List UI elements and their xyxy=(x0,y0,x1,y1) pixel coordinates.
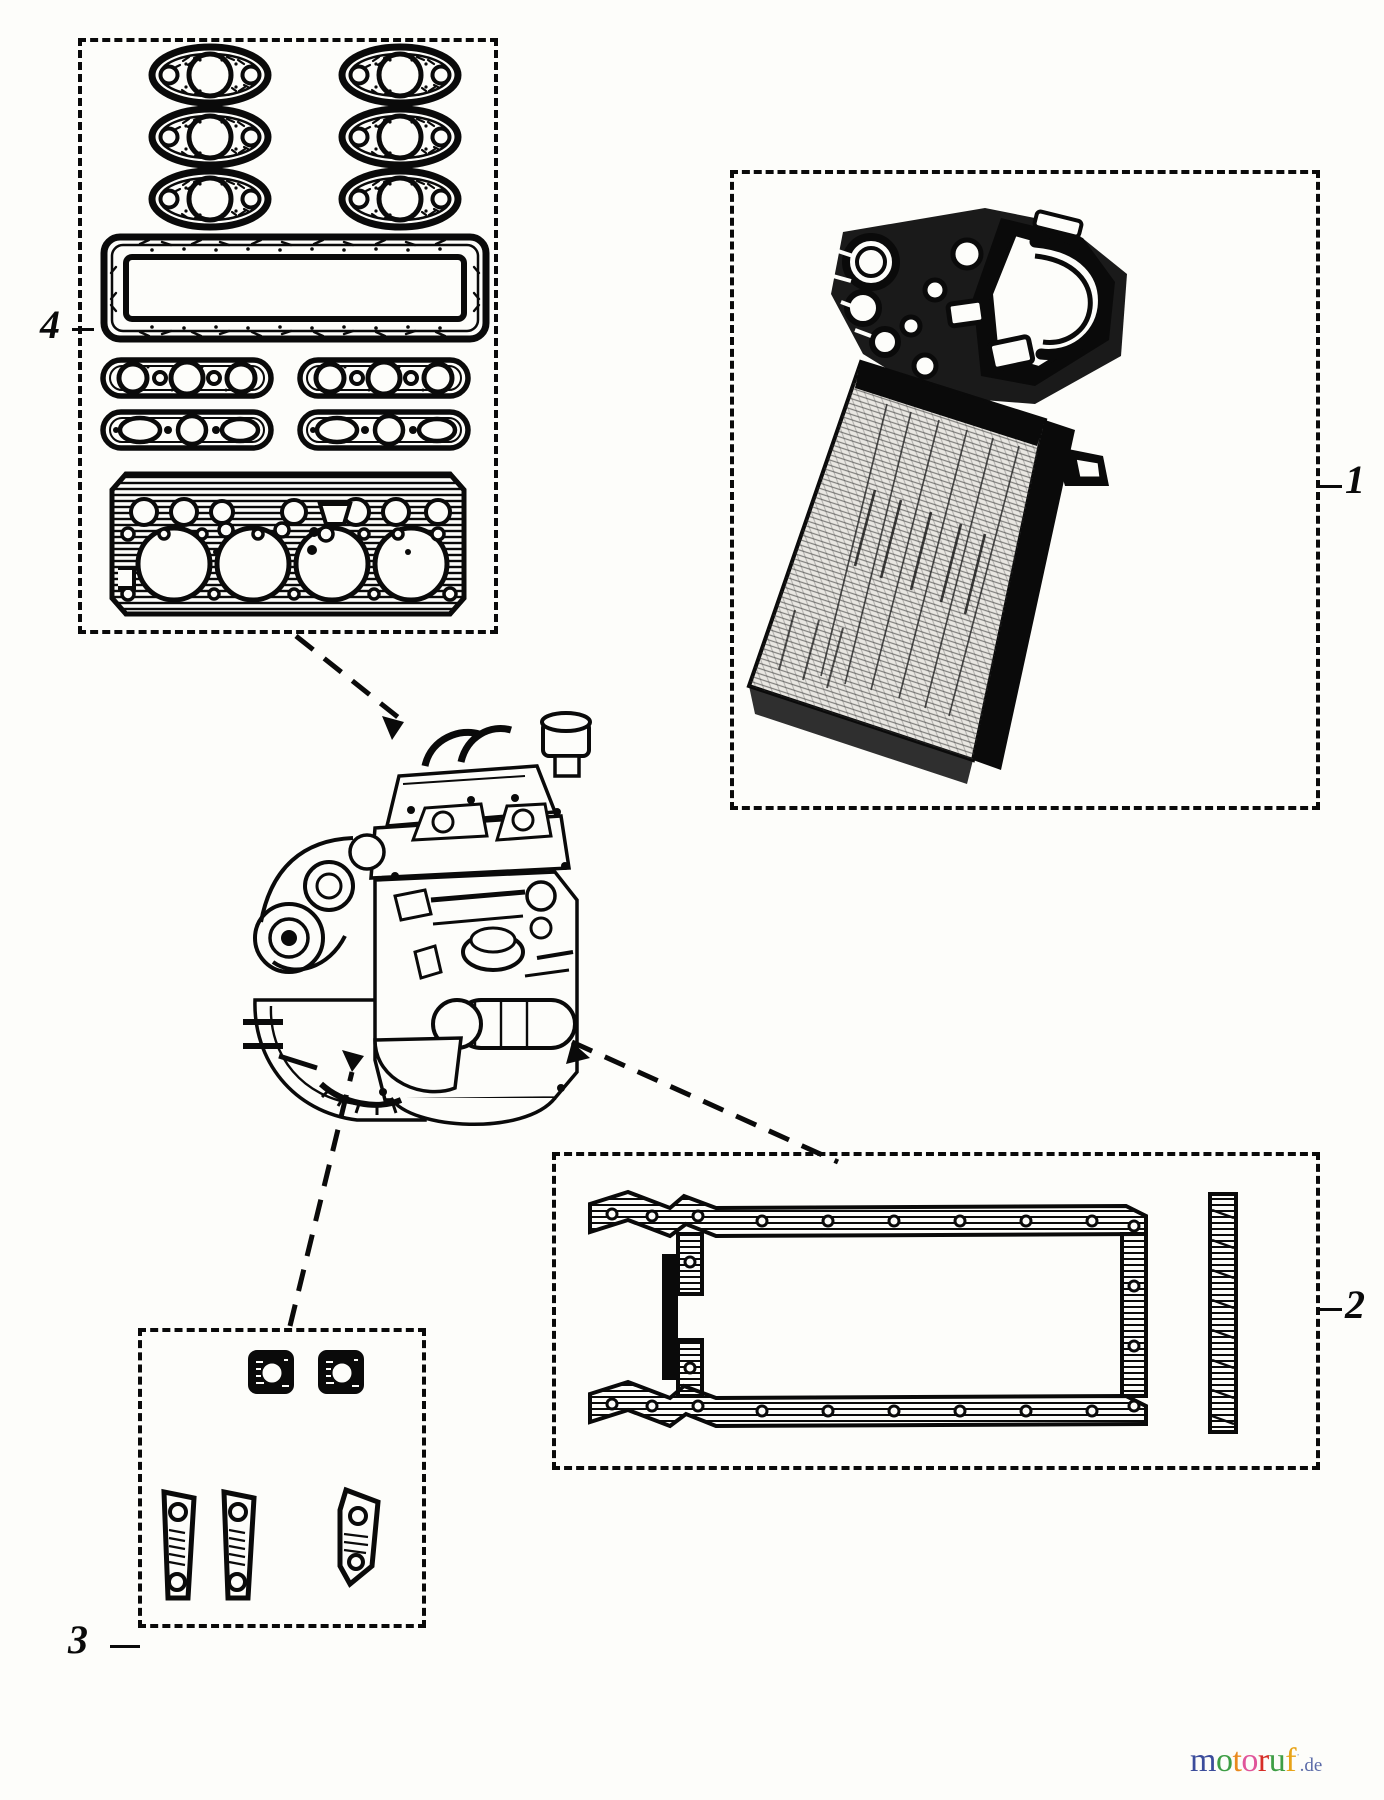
watermark-letter: o xyxy=(1241,1742,1258,1779)
ref-label-2: 2 xyxy=(1345,1282,1365,1327)
connector-arrowheads xyxy=(342,716,590,1072)
watermark-letter: t xyxy=(1232,1742,1242,1779)
ref-label-4: 4 xyxy=(40,302,60,347)
ref-leader-2 xyxy=(1318,1308,1342,1311)
rocker-cover-gasket xyxy=(100,233,490,343)
small-seals-and-shims-set xyxy=(150,1340,415,1615)
callout-box-2 xyxy=(552,1152,1320,1470)
connector-engine-to-2 xyxy=(570,1039,840,1165)
callout-box-1 xyxy=(730,170,1320,810)
ref-leader-3 xyxy=(110,1645,140,1648)
cylinder-block xyxy=(746,359,1109,784)
watermark-letter: r xyxy=(1257,1742,1269,1779)
callout-box-3 xyxy=(138,1328,426,1628)
rear-main-seal-strip xyxy=(662,1254,678,1380)
watermark-letter: f xyxy=(1285,1742,1297,1779)
ref-label-1: 1 xyxy=(1345,457,1365,502)
site-watermark: motoruf·.de xyxy=(1190,1742,1322,1780)
watermark-letter: u xyxy=(1268,1742,1286,1779)
ref-leader-1 xyxy=(1318,485,1342,488)
watermark-tld: .de xyxy=(1299,1755,1323,1776)
callout-box-4 xyxy=(78,38,498,634)
connector-3-to-engine xyxy=(287,1071,355,1327)
front-seal-strip xyxy=(1208,1192,1238,1434)
ref-leader-4 xyxy=(72,328,94,331)
cylinder-block-and-head-assembly xyxy=(735,190,1155,790)
ref-label-3: 3 xyxy=(68,1617,88,1662)
watermark-letter: o xyxy=(1215,1742,1233,1779)
complete-engine-assembly xyxy=(225,700,645,1170)
watermark-letter: m xyxy=(1190,1742,1216,1779)
cylinder-head-gasket xyxy=(98,468,473,620)
oil-pan-gasket-frame xyxy=(588,1189,1148,1429)
connector-4-to-engine xyxy=(294,634,406,724)
oil-pan-gasket-set xyxy=(566,1189,1306,1438)
watermark-accent-dot: · xyxy=(1296,1747,1300,1762)
angled-wedge-seal xyxy=(337,1486,381,1588)
cylinder-head-casting xyxy=(831,208,1127,404)
